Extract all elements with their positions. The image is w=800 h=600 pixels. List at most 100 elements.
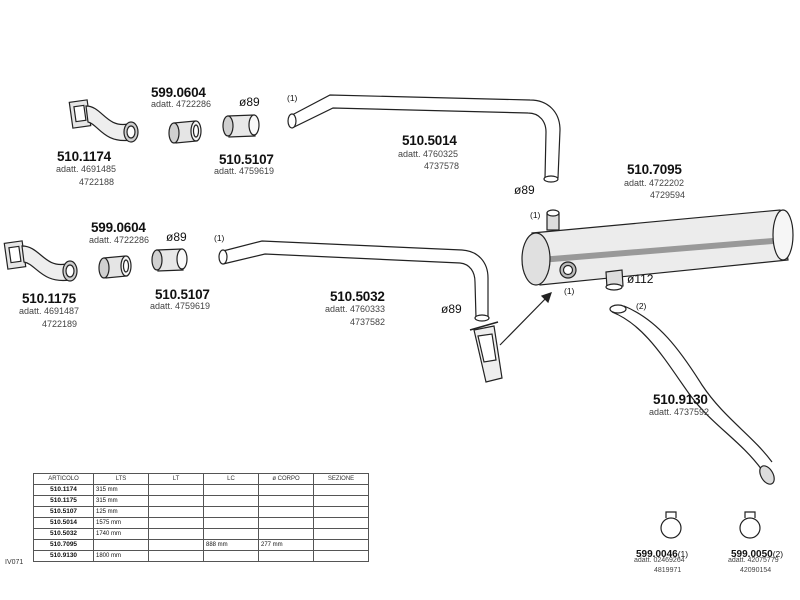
pipe-510-1175-drawing [3, 240, 78, 282]
table-cell [148, 550, 204, 562]
table-cell: 510.5014 [33, 517, 94, 529]
clamp-599-0050-adapt: adatt. 42075779 [728, 557, 779, 564]
clamp-599-0050-adapt2: 42090154 [740, 567, 772, 574]
col-header: ARTICOLO [33, 473, 94, 485]
table-cell [203, 484, 259, 496]
clamp-599-0046-label: 599.0046(1) [636, 545, 688, 561]
table-cell [203, 517, 259, 529]
part-510-7095-adapt: adatt. 4722202 [624, 178, 685, 188]
table-cell: 510.5107 [33, 506, 94, 518]
table-cell [203, 495, 259, 507]
part-510-5014-adapt: adatt. 4760325 [398, 149, 459, 159]
table-row: 510.5107 125 mm [33, 506, 369, 518]
part-510-1175-adapt: adatt. 4691487 [19, 306, 80, 316]
part-599-0604-number: 599.0604 [151, 85, 206, 100]
table-cell: 277 mm [258, 539, 314, 551]
sleeve-599-0604-drawing [168, 120, 202, 144]
part-510-5107-adapt: adatt. 4759619 [214, 166, 275, 176]
table-cell [203, 528, 259, 540]
table-cell [148, 484, 204, 496]
table-cell: 315 mm [93, 484, 149, 496]
part-510-5032-diameter: ø89 [441, 302, 462, 316]
sleeve-599-0604-b-drawing [98, 255, 132, 279]
table-cell [313, 550, 369, 562]
clamp-599-0050-label: 599.0050(2) [731, 545, 783, 561]
part-599-0604-adapt: adatt. 4722286 [151, 99, 212, 109]
table-cell [313, 484, 369, 496]
table-cell [313, 495, 369, 507]
table-cell [258, 517, 314, 529]
clamp-599-0046-adapt2: 4819971 [654, 567, 682, 574]
part-510-5032-number: 510.5032 [330, 289, 385, 304]
part-510-5014-note: (1) [287, 93, 298, 103]
table-cell [313, 528, 369, 540]
clamp-599-0046-drawing [660, 511, 682, 539]
table-cell [258, 528, 314, 540]
clamp-599-0046-note: (1) [677, 549, 689, 559]
table-row: 510.1175 315 mm [33, 495, 369, 507]
table-cell: 1800 mm [93, 550, 149, 562]
part-510-5032-adapt2: 4737582 [350, 317, 386, 327]
col-header: LT [148, 473, 204, 485]
table-cell [148, 517, 204, 529]
col-header: SEZIONE [313, 473, 369, 485]
table-cell [258, 495, 314, 507]
part-510-5107-b-note: (1) [214, 233, 225, 243]
table-cell: 1575 mm [93, 517, 149, 529]
clamp-599-0046-number: 599.0046 [636, 549, 678, 560]
part-510-1175-adapt2: 4722189 [42, 319, 78, 329]
pipe-510-5032-drawing [218, 240, 490, 322]
clamp-599-0050-note: (2) [772, 549, 784, 559]
table-cell: 888 mm [203, 539, 259, 551]
bracket-drawing [469, 321, 503, 383]
table-cell [258, 484, 314, 496]
part-599-0604-b-adapt: adatt. 4722286 [89, 235, 150, 245]
table-cell [203, 506, 259, 518]
table-row: 510.5014 1575 mm [33, 517, 369, 529]
pipe-510-5014-drawing [287, 94, 561, 183]
arrow-drawing [499, 292, 552, 346]
part-510-5014-adapt2: 4737578 [424, 161, 460, 171]
part-510-5107-b-adapt: adatt. 4759619 [150, 301, 211, 311]
table-cell [148, 495, 204, 507]
part-510-9130-adapt: adatt. 4737592 [649, 407, 710, 417]
spec-table-header: ARTICOLO LTS LT LC ø CORPO SEZIONE [33, 473, 369, 485]
part-510-7095-note-bottom: (1) [564, 286, 575, 296]
table-cell [148, 528, 204, 540]
table-row: 510.9130 1800 mm [33, 550, 369, 562]
part-510-7095-note-top: (1) [530, 210, 541, 220]
table-cell [93, 539, 149, 551]
table-row: 510.1174 315 mm [33, 484, 369, 496]
part-510-7095-number: 510.7095 [627, 162, 682, 177]
clamp-599-0050-drawing [739, 511, 761, 539]
table-cell [313, 506, 369, 518]
part-510-1174-adapt2: 4722188 [79, 177, 115, 187]
table-cell [148, 506, 204, 518]
table-cell: 315 mm [93, 495, 149, 507]
table-row: 510.7095 888 mm 277 mm [33, 539, 369, 551]
table-cell: 1740 mm [93, 528, 149, 540]
part-510-9130-number: 510.9130 [653, 392, 708, 407]
pipe-510-5107-b-drawing [151, 248, 188, 272]
part-510-5014-diameter: ø89 [514, 183, 535, 197]
pipe-510-1174-drawing [68, 99, 139, 143]
table-cell: 125 mm [93, 506, 149, 518]
col-header: ø CORPO [258, 473, 314, 485]
part-510-1174-number: 510.1174 [57, 149, 111, 164]
table-cell: 510.1174 [33, 484, 94, 496]
part-599-0604-b-number: 599.0604 [91, 220, 146, 235]
table-cell: 510.9130 [33, 550, 94, 562]
part-510-7095-adapt2: 4729594 [650, 190, 686, 200]
table-cell [203, 550, 259, 562]
pipe-510-5107-drawing [222, 114, 260, 138]
silencer-510-7095-drawing [521, 209, 794, 291]
table-code: IV071 [5, 559, 24, 566]
part-510-1175-number: 510.1175 [22, 291, 76, 306]
table-cell [313, 517, 369, 529]
table-row: 510.5032 1740 mm [33, 528, 369, 540]
pipe-510-9130-drawing [609, 304, 775, 485]
table-cell: 510.1175 [33, 495, 94, 507]
table-cell [258, 550, 314, 562]
table-cell [148, 539, 204, 551]
